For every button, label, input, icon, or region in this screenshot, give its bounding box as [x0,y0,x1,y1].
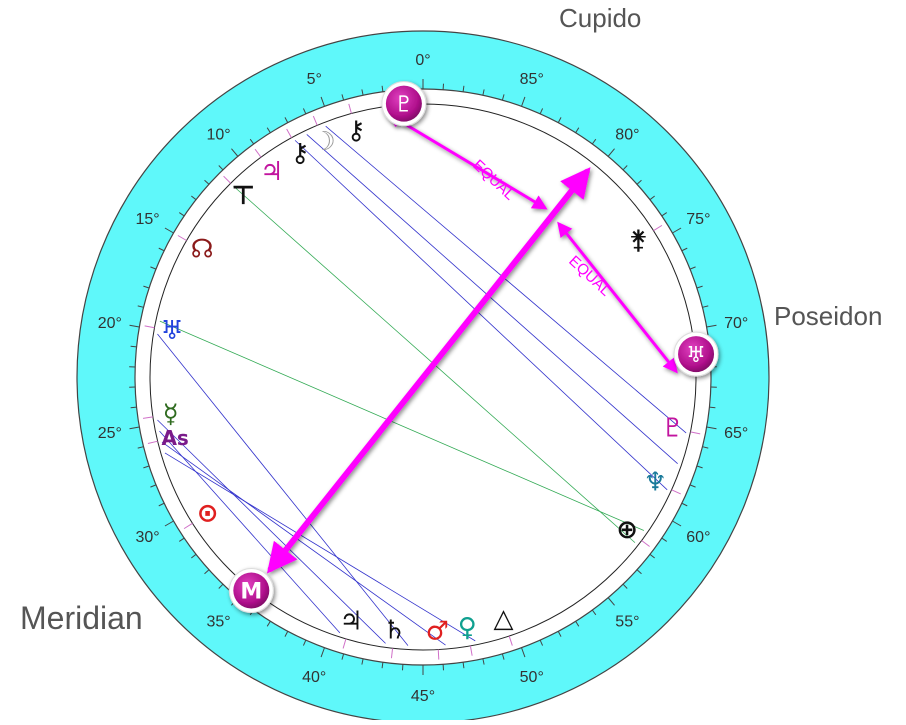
badge-glyph: ♇ [394,93,414,118]
meridian-label: Meridian [20,600,143,637]
uranus-glyph: ♅ [161,316,184,346]
badge-glyph: ♅ [686,343,706,368]
degree-label: 60° [686,529,710,546]
degree-label: 20° [98,315,122,332]
saturn-glyph: ♄ [383,615,406,645]
degree-label: 80° [615,126,639,143]
apollon-glyph: ⚷ [347,116,366,146]
vulkanus-glyph: △ [493,604,513,634]
cupido-badge: ♇ [382,82,426,126]
poseidon-badge: ♅ [674,332,718,376]
degree-label: 70° [724,315,748,332]
cupido-label: Cupido [559,3,641,34]
sun-glyph: ⊙ [197,499,219,529]
body-leader-tick [438,650,439,660]
mars-glyph: ♂ [426,617,449,647]
degree-label: 45° [411,688,435,705]
meridian-badge: M [229,569,273,613]
badge-glyph: M [240,580,262,605]
north-node-glyph: ☊ [191,235,214,265]
degree-label: 50° [520,669,544,686]
degree-label: 5° [307,71,322,88]
degree-label: 15° [136,211,160,228]
degree-label: 65° [724,425,748,442]
hades-glyph: ⊤ [231,181,255,211]
zeus-glyph: ⚵ [629,225,648,255]
degree-label: 25° [98,425,122,442]
ring-tick [709,407,715,408]
degree-label: 55° [615,614,639,631]
degree-label: 75° [686,211,710,228]
mercury-glyph: ☿ [163,399,179,429]
pluto-glyph: ♇ [661,413,684,443]
ring-tick [131,346,137,347]
chiron-glyph: ⚷ [291,139,310,169]
jupiter-glyph: ♃ [260,157,283,187]
venus-glyph: ♀ [458,613,477,643]
kronos-glyph: ♃ [339,607,362,637]
ascendant-glyph: As [161,426,188,450]
degree-label: 10° [206,126,230,143]
moon-glyph: ☽ [313,127,336,157]
degree-label: 35° [206,614,230,631]
degree-label: 0° [415,52,430,69]
admetos-glyph: ⊕ [616,515,638,545]
ring-tick [131,407,137,408]
degree-label: 85° [520,71,544,88]
degree-label: 40° [302,669,326,686]
degree-label: 30° [136,529,160,546]
neptune-glyph: ♆ [644,467,667,497]
poseidon-label: Poseidon [774,301,882,332]
